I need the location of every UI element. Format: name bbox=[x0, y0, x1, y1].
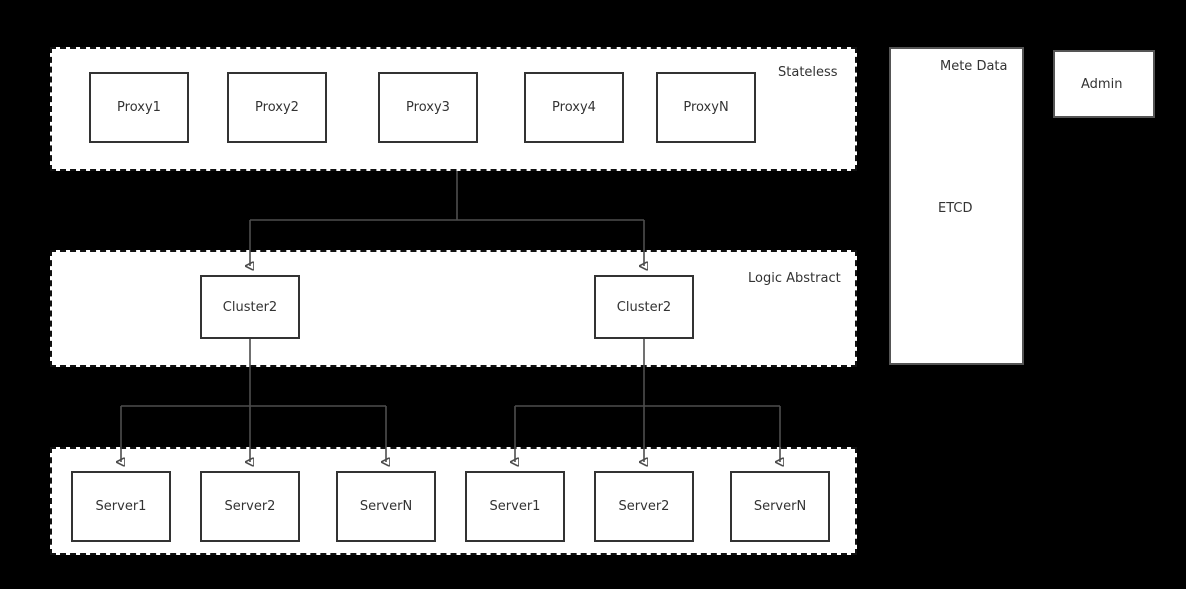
node-label: Proxy2 bbox=[255, 100, 299, 115]
node-label: ProxyN bbox=[683, 100, 729, 115]
tier-label-stateless: Stateless bbox=[778, 65, 838, 80]
node-cluster-left[interactable]: Cluster2 bbox=[200, 275, 300, 339]
panel-admin[interactable] bbox=[1053, 50, 1155, 118]
node-label: Cluster2 bbox=[616, 299, 672, 315]
panel-meta-data-title: Mete Data bbox=[940, 59, 1008, 74]
node-cluster-right[interactable]: Cluster2 bbox=[594, 275, 694, 339]
node-label: Proxy3 bbox=[406, 100, 450, 115]
node-label: Server1 bbox=[95, 499, 147, 514]
node-label: Proxy1 bbox=[117, 100, 161, 115]
node-server-right-2[interactable]: Server2 bbox=[594, 471, 694, 542]
node-label: Cluster2 bbox=[222, 299, 278, 315]
panel-meta-data-body: ETCD bbox=[938, 201, 973, 216]
panel-meta-data bbox=[889, 47, 1024, 365]
node-proxy-n[interactable]: ProxyN bbox=[656, 72, 756, 143]
node-label: Server1 bbox=[489, 499, 541, 514]
node-server-left-1[interactable]: Server1 bbox=[71, 471, 171, 542]
node-proxy-2[interactable]: Proxy2 bbox=[227, 72, 327, 143]
node-server-right-1[interactable]: Server1 bbox=[465, 471, 565, 542]
node-proxy-3[interactable]: Proxy3 bbox=[378, 72, 478, 143]
tier-band-logic-abstract bbox=[50, 250, 857, 367]
node-server-left-n[interactable]: ServerN bbox=[336, 471, 436, 542]
node-proxy-4[interactable]: Proxy4 bbox=[524, 72, 624, 143]
tier-band-servers bbox=[50, 447, 857, 555]
node-proxy-1[interactable]: Proxy1 bbox=[89, 72, 189, 143]
node-label: Proxy4 bbox=[552, 100, 596, 115]
node-label: Server2 bbox=[618, 499, 670, 514]
node-label: ServerN bbox=[753, 499, 807, 514]
node-label: Server2 bbox=[224, 499, 276, 514]
node-label: ServerN bbox=[359, 499, 413, 514]
node-server-right-n[interactable]: ServerN bbox=[730, 471, 830, 542]
node-server-left-2[interactable]: Server2 bbox=[200, 471, 300, 542]
panel-admin-label: Admin bbox=[1081, 77, 1123, 92]
tier-label-logic-abstract: Logic Abstract bbox=[748, 271, 841, 286]
